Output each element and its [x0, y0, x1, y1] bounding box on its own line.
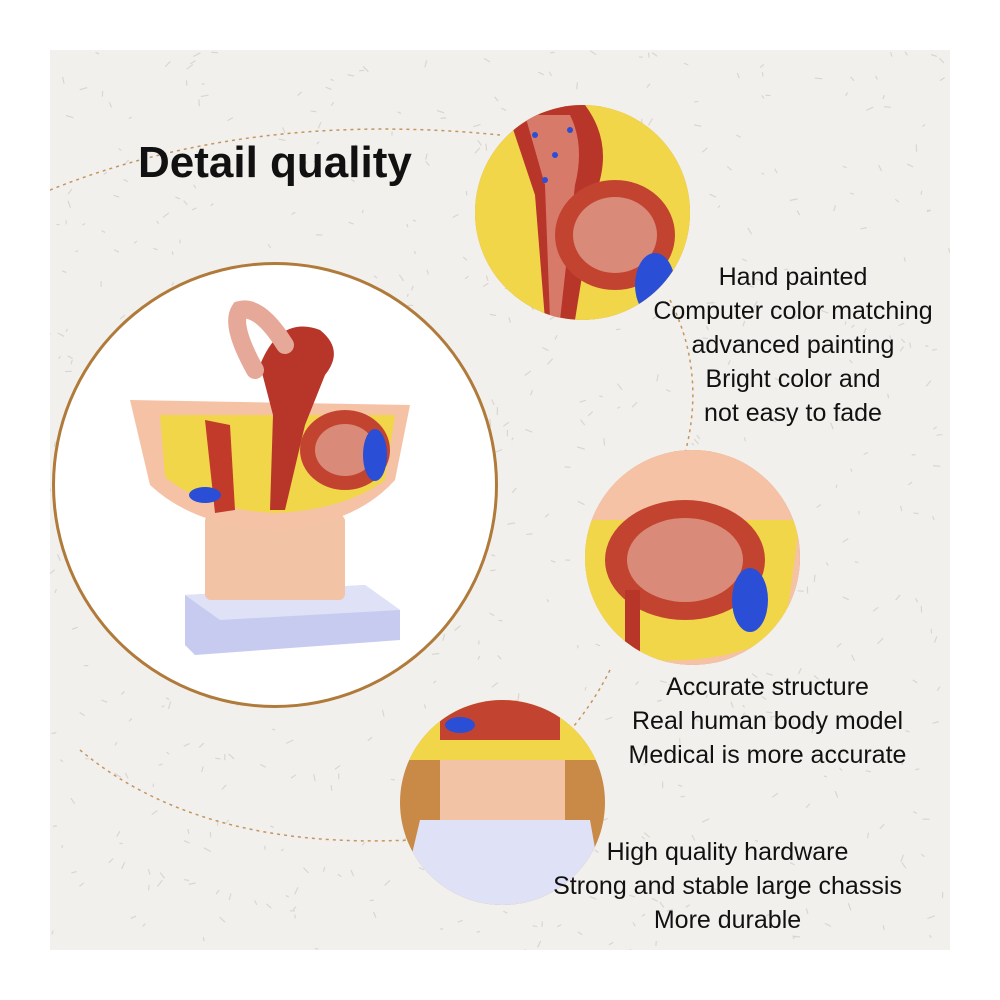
feature-line: Accurate structure: [666, 673, 869, 701]
feature-line: More durable: [653, 906, 802, 934]
detail-hardware-image: [400, 700, 605, 905]
feature-line: Strong and stable large chassis: [553, 872, 902, 900]
heading: Detail quality: [138, 138, 412, 187]
pelvis-model-image: [130, 300, 410, 655]
feature-line: Hand painted: [718, 263, 868, 291]
feature-text-painting: Hand painted Computer color matching adv…: [628, 260, 950, 430]
feature-text-structure: Accurate structure Real human body model…: [595, 670, 940, 772]
main-product-circle: [55, 265, 495, 705]
detail-circle-structure: [585, 450, 800, 665]
feature-line: Computer color matching: [653, 297, 933, 325]
feature-line: not easy to fade: [704, 399, 882, 427]
detail-circle-painting: [475, 105, 690, 320]
detail-painting-image: [475, 105, 690, 320]
feature-line: Medical is more accurate: [628, 741, 907, 769]
feature-line: Real human body model: [632, 707, 903, 735]
feature-text-hardware: High quality hardware Strong and stable …: [505, 835, 950, 937]
feature-line: advanced painting: [691, 331, 895, 359]
detail-circle-hardware: [400, 700, 605, 905]
product-infographic: Detail quality: [50, 50, 950, 950]
feature-line: Bright color and: [705, 365, 881, 393]
detail-structure-image: [585, 450, 800, 665]
feature-line: High quality hardware: [606, 838, 849, 866]
